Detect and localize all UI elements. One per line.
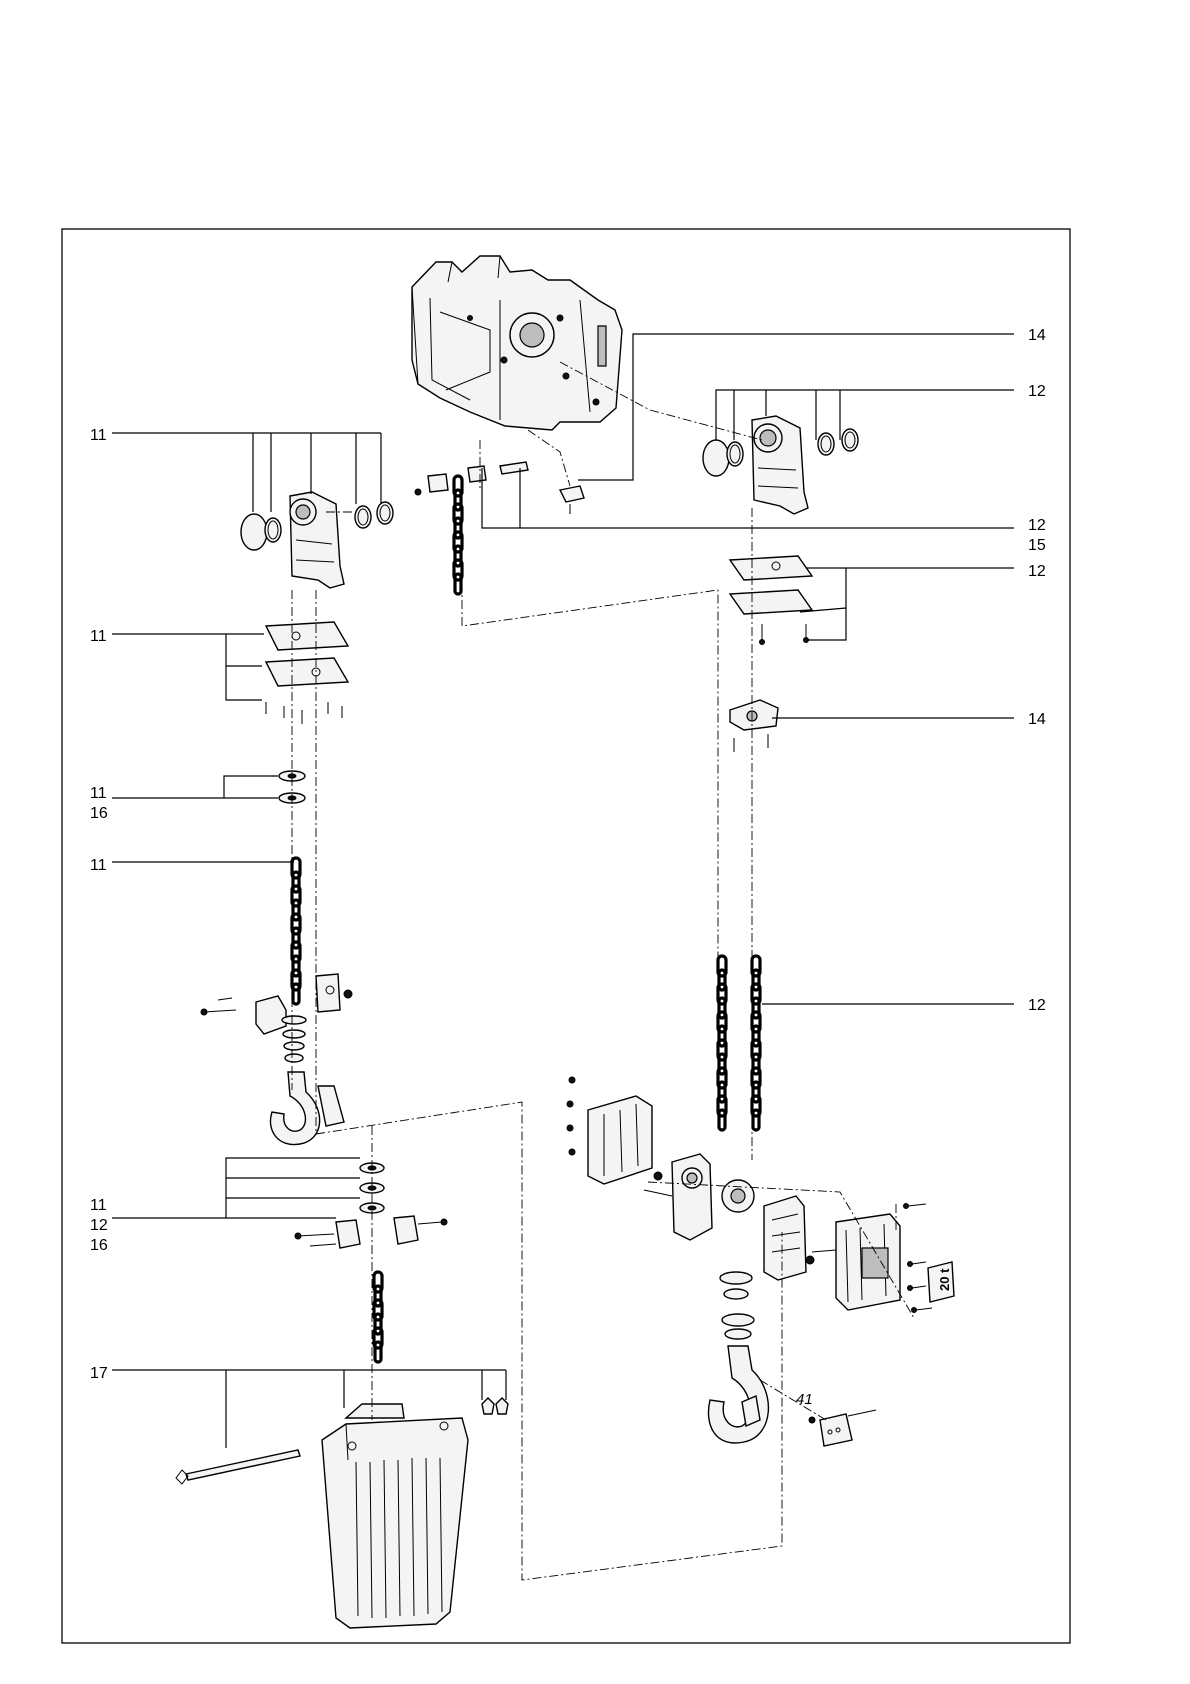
right-hook-swivel [720,1272,754,1339]
load-capacity-text: 20 t [937,1268,952,1291]
callout-11-lower: 11 [90,1197,107,1214]
callout-14-top: 14 [1028,327,1046,344]
callout-16-washer: 16 [90,805,108,822]
bottom-block-side-plate [644,1154,712,1240]
callout-labels: 14 12 11 12 15 12 11 14 11 16 11 12 11 1… [90,327,1046,1382]
housing-chain [454,476,462,594]
chain-bucket [322,1404,468,1628]
callout-12-chain: 12 [1028,997,1046,1014]
callout-12-top: 12 [1028,383,1046,400]
lower-clamp-assembly [295,1216,447,1248]
bottom-block-cover-left [567,1077,662,1184]
callout-12-plate: 12 [1028,563,1046,580]
left-end-cover-assembly [241,492,393,588]
housing-small-parts [415,462,584,514]
right-guide-bracket [730,700,778,752]
callout-11-chain: 11 [90,857,107,874]
left-load-chain [292,858,300,1004]
callout-11-washer: 11 [90,785,107,802]
right-mounting-plates [730,556,812,645]
right-load-chain [718,956,760,1130]
callout-12-mid: 12 [1028,517,1046,534]
bottom-block-frame [764,1196,836,1280]
left-mounting-plates [266,622,348,724]
callout-16-lower: 16 [90,1237,108,1254]
callout-15: 15 [1028,537,1046,554]
right-load-hook [708,1346,768,1443]
left-chain-anchor-assembly [201,974,352,1062]
bottom-block-cover-right [836,1204,932,1313]
callout-14-mid: 14 [1028,711,1046,728]
handwritten-annotation: 41 [796,1391,813,1408]
right-end-cover-assembly [703,416,858,514]
lower-washers [360,1163,384,1213]
safety-latch-parts: 41 [796,1391,876,1446]
lower-chain-section [374,1272,382,1362]
callout-11-top: 11 [90,427,107,444]
assembly-center-lines [292,362,914,1580]
sheave-wheel [722,1180,754,1212]
callout-17: 17 [90,1365,108,1382]
hoist-housing [412,256,622,430]
callout-11-plate: 11 [90,628,107,645]
callout-12-lower: 12 [90,1217,108,1234]
left-load-hook [270,1072,344,1145]
load-capacity-plate: 20 t [928,1262,954,1302]
drawing-frame [62,229,1070,1643]
